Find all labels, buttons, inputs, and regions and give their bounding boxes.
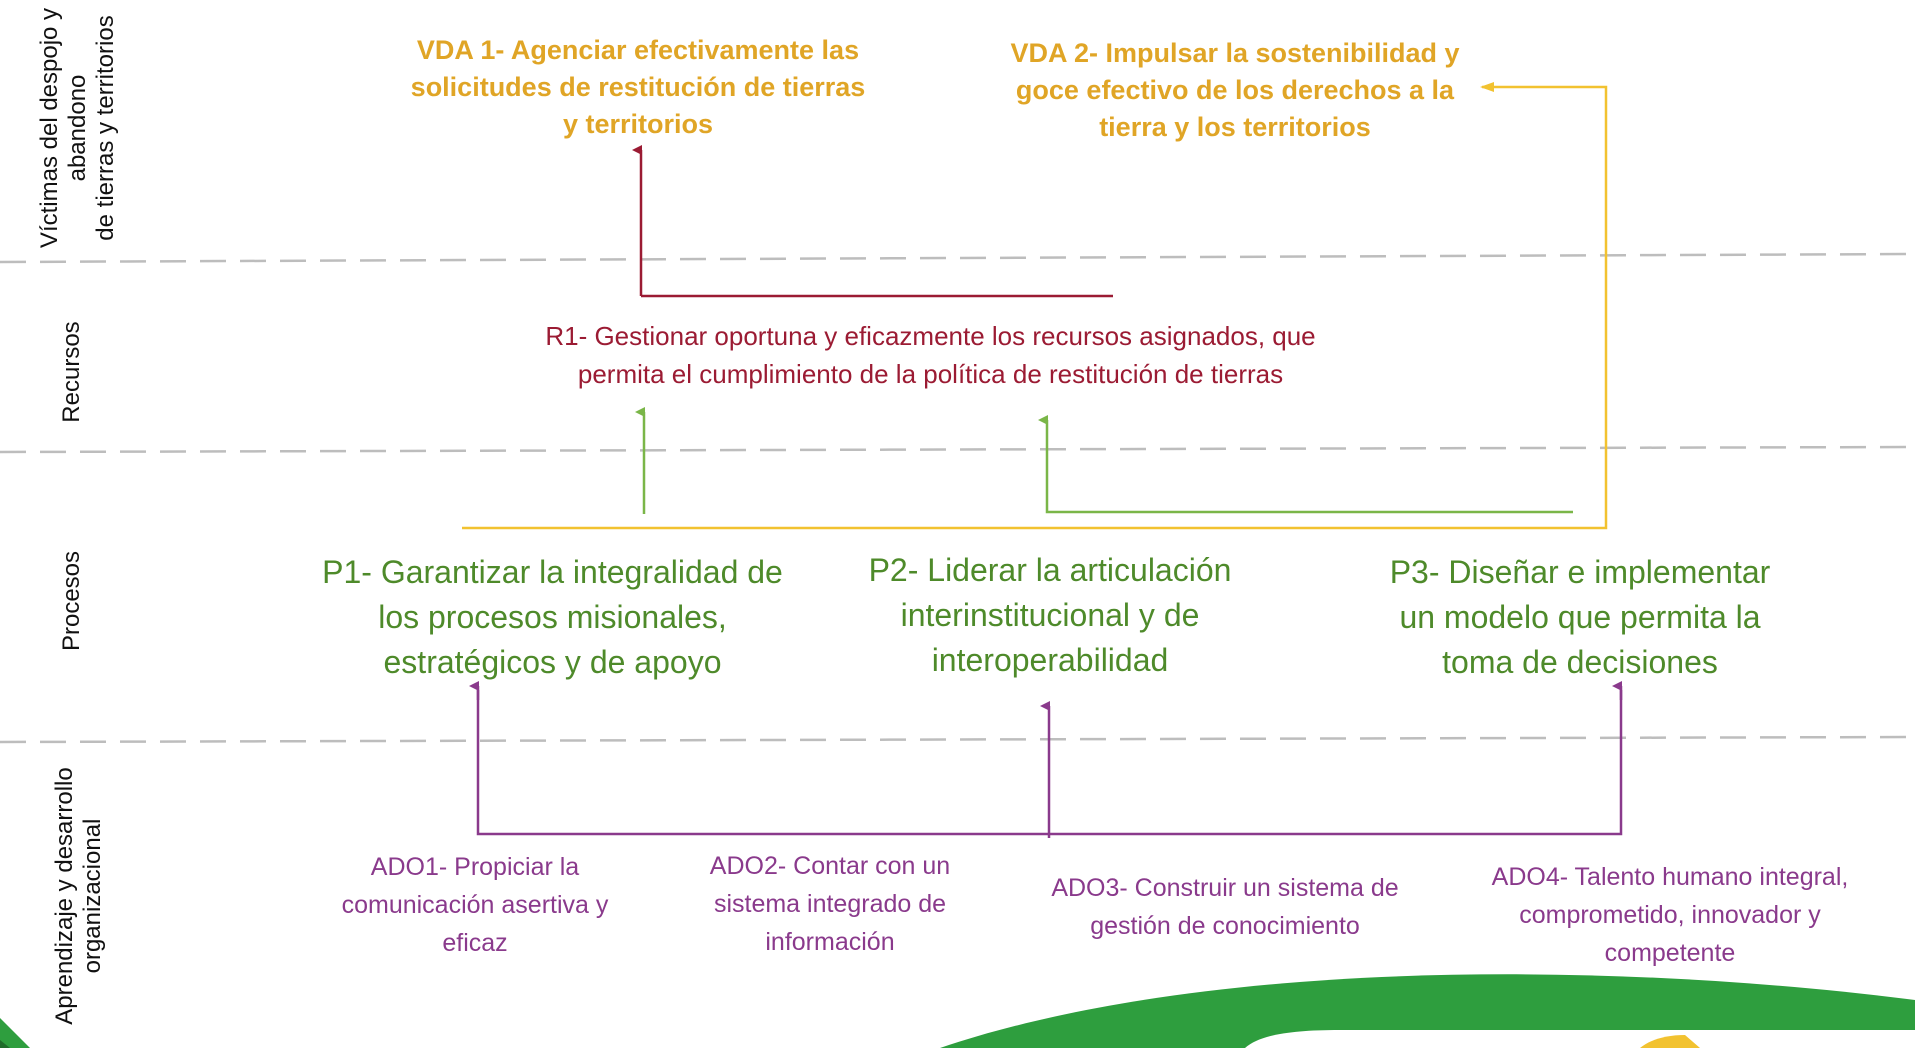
objective-ado2: ADO2- Contar con un sistema integrado de… bbox=[709, 852, 951, 956]
lane-label-recursos: Recursos bbox=[58, 321, 86, 422]
lane-label-aprendizaje-line-2: organizacional bbox=[79, 818, 106, 974]
lane-divider-1 bbox=[0, 252, 1915, 264]
objective-ado3: ADO3- Construir un sistema de gestión de… bbox=[1051, 874, 1399, 940]
objective-vda2: VDA 2- Impulsar la sostenibilidad y goce… bbox=[1010, 38, 1460, 142]
lane-label-aprendizaje-line-1: Aprendizaje y desarrollo bbox=[51, 767, 78, 1025]
objective-r1: R1- Gestionar oportuna y eficazmente los… bbox=[545, 321, 1316, 389]
footer-left-green-corner bbox=[0, 1018, 30, 1048]
procesos-to-vda2-connector bbox=[462, 82, 1608, 530]
lane-divider-3 bbox=[0, 735, 1915, 744]
footer-yellow-accent bbox=[1640, 1035, 1700, 1048]
lane-label-recursos-text: Recursos bbox=[58, 321, 85, 423]
footer-green-wave bbox=[940, 974, 1915, 1048]
lane-divider-2 bbox=[0, 445, 1915, 454]
objective-vda1: VDA 1- Agenciar efectivamente las solici… bbox=[410, 35, 866, 139]
objective-p2: P2- Liderar la articulación interinstitu… bbox=[868, 552, 1232, 678]
lane-label-victimas-line-2: abandono bbox=[64, 74, 91, 182]
objective-p1: P1- Garantizar la integralidad de los pr… bbox=[322, 554, 783, 680]
lane-label-procesos-text: Procesos bbox=[58, 550, 85, 652]
objective-ado1: ADO1- Propiciar la comunicación asertiva… bbox=[341, 853, 609, 957]
objective-p3: P3- Diseñar e implementar un modelo que … bbox=[1389, 554, 1771, 680]
procesos-to-r1-arrow-right bbox=[1038, 415, 1573, 514]
lane-label-procesos: Procesos bbox=[58, 551, 86, 651]
lane-label-victimas: Víctimas del despojo y abandono de tierr… bbox=[36, 8, 120, 248]
lane-label-aprendizaje: Aprendizaje y desarrollo organizacional bbox=[51, 767, 107, 1024]
footer-white-panel bbox=[1245, 1030, 1915, 1048]
lane-label-victimas-line-1: Víctimas del despojo y bbox=[36, 7, 63, 249]
objective-ado4: ADO4- Talento humano integral, compromet… bbox=[1491, 863, 1849, 967]
footer-left-dark-corner bbox=[0, 1040, 10, 1048]
lane-label-victimas-line-3: de tierras y territorios bbox=[92, 15, 119, 241]
